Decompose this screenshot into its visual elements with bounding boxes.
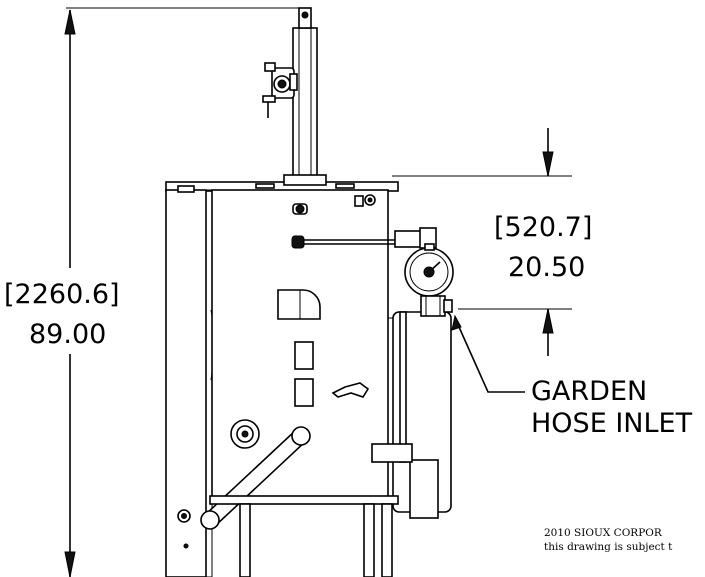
leader-line [454, 317, 525, 393]
dimension-text-mask [0, 268, 175, 354]
copyright-line-2: this drawing is subject t [544, 541, 673, 553]
inlet-offset-mm: [520.7] [494, 212, 592, 243]
bottom-flange [209, 495, 399, 505]
callout-line-1: GARDEN [531, 376, 647, 407]
mast [292, 27, 318, 179]
arrowhead-down [542, 151, 554, 177]
leg-right [363, 503, 375, 577]
leader-arrowhead [451, 314, 462, 331]
mast-collar [283, 174, 327, 186]
port-cover [277, 289, 321, 320]
arrowhead-up [64, 9, 76, 35]
pressure-gauge [404, 243, 454, 297]
leg-left [239, 503, 251, 577]
arrowhead-down [64, 551, 76, 577]
leg-right-outer [381, 503, 393, 577]
overall-height-mm: [2260.6] [4, 279, 120, 310]
copyright-notice: 2010 SIOUX CORPOR this drawing is subjec… [544, 527, 673, 553]
inlet-offset-in: 20.50 [508, 252, 585, 283]
callout-line-2: HOSE INLET [531, 408, 693, 439]
garden-hose-inlet-callout: GARDEN HOSE INLET [451, 314, 693, 439]
inlet-offset-dimension: [520.7] 20.50 [392, 128, 592, 356]
hose-inlet-fitting [420, 295, 453, 317]
unit-drawing [165, 7, 454, 577]
arrowhead-up [542, 308, 554, 334]
small-handle [331, 382, 370, 398]
copyright-line-1: 2010 SIOUX CORPOR [544, 527, 663, 539]
overall-height-dimension: [2260.6] 89.00 [0, 7, 302, 577]
mast-hole [301, 11, 309, 19]
tank-base [409, 459, 439, 519]
upper-valve-assembly [262, 62, 298, 118]
overall-height-in: 89.00 [29, 319, 106, 350]
